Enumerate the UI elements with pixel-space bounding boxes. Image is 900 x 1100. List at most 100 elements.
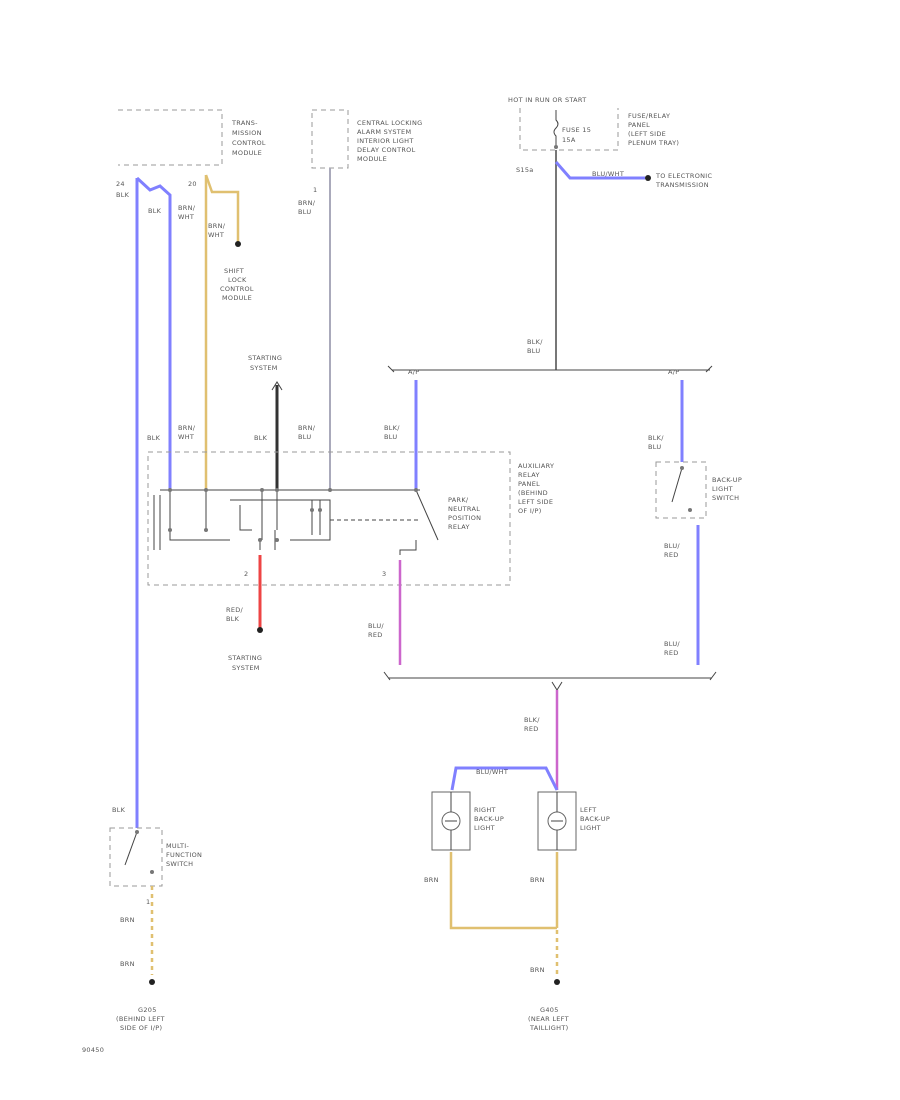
svg-text:BLU/WHT: BLU/WHT <box>476 768 508 776</box>
blk-wire-tcm <box>135 176 172 490</box>
svg-text:MODULE: MODULE <box>357 155 387 163</box>
connector-dot <box>645 175 651 181</box>
svg-text:BRN: BRN <box>424 876 439 884</box>
svg-text:RED: RED <box>664 649 679 657</box>
svg-text:BLU: BLU <box>298 208 311 216</box>
svg-text:(NEAR LEFT: (NEAR LEFT <box>528 1015 569 1023</box>
svg-text:BLK/: BLK/ <box>527 338 543 346</box>
svg-text:TRANS-: TRANS- <box>231 119 258 127</box>
svg-text:BLK: BLK <box>148 207 162 215</box>
svg-text:BLU/: BLU/ <box>664 640 680 648</box>
svg-text:SYSTEM: SYSTEM <box>232 664 260 672</box>
svg-text:TRANSMISSION: TRANSMISSION <box>655 181 709 189</box>
svg-text:PARK/: PARK/ <box>448 496 469 504</box>
svg-text:BRN/: BRN/ <box>298 424 316 432</box>
right-backup-light: RIGHT BACK-UP LIGHT <box>431 791 504 851</box>
svg-text:2: 2 <box>244 570 248 578</box>
svg-text:ALARM SYSTEM: ALARM SYSTEM <box>357 128 411 136</box>
svg-text:BACK-UP: BACK-UP <box>580 815 610 823</box>
svg-text:MISSION: MISSION <box>232 129 262 137</box>
svg-text:SWITCH: SWITCH <box>166 860 193 868</box>
ground-g405: G405 (NEAR LEFT TAILLIGHT) <box>528 1006 569 1032</box>
svg-text:SWITCH: SWITCH <box>712 494 739 502</box>
svg-text:BLU/WHT: BLU/WHT <box>592 170 624 178</box>
svg-text:(BEHIND LEFT: (BEHIND LEFT <box>116 1015 165 1023</box>
shift-lock-control-module: SHIFT LOCK CONTROL MODULE <box>220 267 254 302</box>
svg-text:G405: G405 <box>540 1006 559 1014</box>
svg-text:OF I/P): OF I/P) <box>518 507 542 515</box>
left-backup-light: LEFT BACK-UP LIGHT <box>537 791 610 851</box>
starting-system-top: STARTING SYSTEM <box>248 354 282 372</box>
svg-text:CONTROL: CONTROL <box>232 139 266 147</box>
svg-text:BRN: BRN <box>120 960 135 968</box>
svg-text:NEUTRAL: NEUTRAL <box>448 505 480 513</box>
svg-text:RELAY: RELAY <box>448 523 470 531</box>
svg-text:PLENUM TRAY): PLENUM TRAY) <box>628 139 679 147</box>
footer-code: 90450 <box>82 1046 104 1054</box>
svg-text:BLK: BLK <box>147 434 161 442</box>
svg-text:SYSTEM: SYSTEM <box>250 364 278 372</box>
transmission-control-module: TRANS- MISSION CONTROL MODULE <box>118 109 266 166</box>
svg-text:BLU: BLU <box>527 347 540 355</box>
svg-text:(BEHIND: (BEHIND <box>518 489 548 497</box>
svg-text:WHT: WHT <box>178 433 194 441</box>
park-neutral-relay: PARK/ NEUTRAL POSITION RELAY <box>153 488 481 555</box>
svg-text:TAILLIGHT): TAILLIGHT) <box>529 1024 568 1032</box>
svg-text:BACK-UP: BACK-UP <box>712 476 742 484</box>
brn-right-light-wire <box>449 852 557 930</box>
svg-text:BLK: BLK <box>226 615 240 623</box>
svg-text:WHT: WHT <box>178 213 194 221</box>
svg-text:(LEFT SIDE: (LEFT SIDE <box>628 130 666 138</box>
svg-text:RIGHT: RIGHT <box>474 806 496 814</box>
svg-text:BRN: BRN <box>120 916 135 924</box>
svg-text:BLK/: BLK/ <box>384 424 400 432</box>
fuse-relay-panel: HOT IN RUN OR START FUSE 15 15A FUSE/REL… <box>508 96 679 174</box>
svg-text:BRN/: BRN/ <box>178 204 196 212</box>
auxiliary-relay-panel: AUXILIARY RELAY PANEL (BEHIND LEFT SIDE … <box>147 451 554 586</box>
svg-text:SHIFT: SHIFT <box>224 267 244 275</box>
svg-text:BRN: BRN <box>530 966 545 974</box>
svg-text:INTERIOR LIGHT: INTERIOR LIGHT <box>357 137 414 145</box>
svg-text:FUSE 15: FUSE 15 <box>562 126 591 134</box>
svg-text:CENTRAL LOCKING: CENTRAL LOCKING <box>357 119 423 127</box>
svg-text:RED: RED <box>524 725 539 733</box>
svg-text:MODULE: MODULE <box>222 294 252 302</box>
svg-text:BACK-UP: BACK-UP <box>474 815 504 823</box>
svg-text:PANEL: PANEL <box>518 480 540 488</box>
starting-system-bottom: STARTING SYSTEM <box>228 654 262 672</box>
blu-wht-wire <box>554 161 645 180</box>
svg-text:FUSE/RELAY: FUSE/RELAY <box>628 112 670 120</box>
svg-text:S15a: S15a <box>516 166 534 174</box>
central-locking-module: CENTRAL LOCKING ALARM SYSTEM INTERIOR LI… <box>311 109 423 169</box>
svg-text:BRN/: BRN/ <box>178 424 196 432</box>
svg-text:BRN/: BRN/ <box>298 199 316 207</box>
svg-text:BLK/: BLK/ <box>524 716 540 724</box>
svg-text:STARTING: STARTING <box>228 654 262 662</box>
svg-text:RED: RED <box>368 631 383 639</box>
svg-text:1: 1 <box>146 898 150 906</box>
svg-text:1: 1 <box>313 186 317 194</box>
svg-text:MULTI-: MULTI- <box>166 842 189 850</box>
svg-text:BRN/: BRN/ <box>208 222 226 230</box>
svg-text:LOCK: LOCK <box>228 276 247 284</box>
svg-text:RED/: RED/ <box>226 606 244 614</box>
svg-text:20: 20 <box>188 180 197 188</box>
brn-wht-shift-wire <box>204 174 240 242</box>
svg-text:BLU: BLU <box>648 443 661 451</box>
svg-text:3: 3 <box>382 570 386 578</box>
multi-function-switch: MULTI- FUNCTION SWITCH <box>109 827 202 887</box>
svg-text:LIGHT: LIGHT <box>580 824 601 832</box>
svg-text:PANEL: PANEL <box>628 121 650 129</box>
svg-text:BLU/: BLU/ <box>368 622 384 630</box>
blu-wht-jumper-wire <box>450 766 559 791</box>
svg-text:STARTING: STARTING <box>248 354 282 362</box>
svg-text:WHT: WHT <box>208 231 224 239</box>
svg-text:SIDE OF I/P): SIDE OF I/P) <box>120 1024 162 1032</box>
svg-text:MODULE: MODULE <box>232 149 262 157</box>
svg-text:FUNCTION: FUNCTION <box>166 851 202 859</box>
svg-text:15A: 15A <box>562 136 576 144</box>
svg-text:RED: RED <box>664 551 679 559</box>
svg-text:TO ELECTRONIC: TO ELECTRONIC <box>655 172 713 180</box>
svg-text:BLK: BLK <box>112 806 126 814</box>
